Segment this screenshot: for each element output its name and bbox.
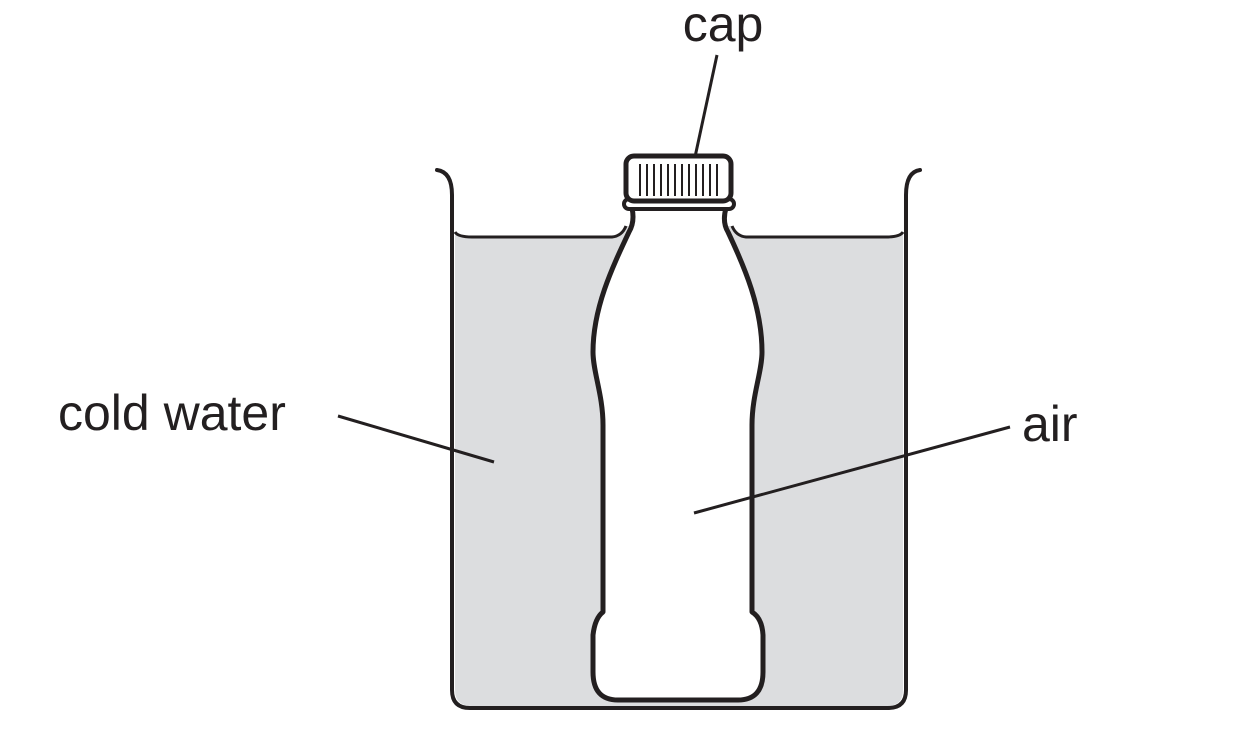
beaker	[435, 168, 922, 710]
cap-label: cap	[683, 0, 764, 52]
air-leader-line	[693, 425, 1011, 515]
air-label: air	[1022, 396, 1078, 452]
bottle	[590, 205, 766, 703]
cap-leader-line	[693, 54, 719, 158]
water-surface	[453, 225, 905, 239]
cap-icon	[623, 153, 734, 204]
cold-water-leader-line	[337, 414, 495, 464]
cold-water-label: cold water	[58, 385, 286, 441]
